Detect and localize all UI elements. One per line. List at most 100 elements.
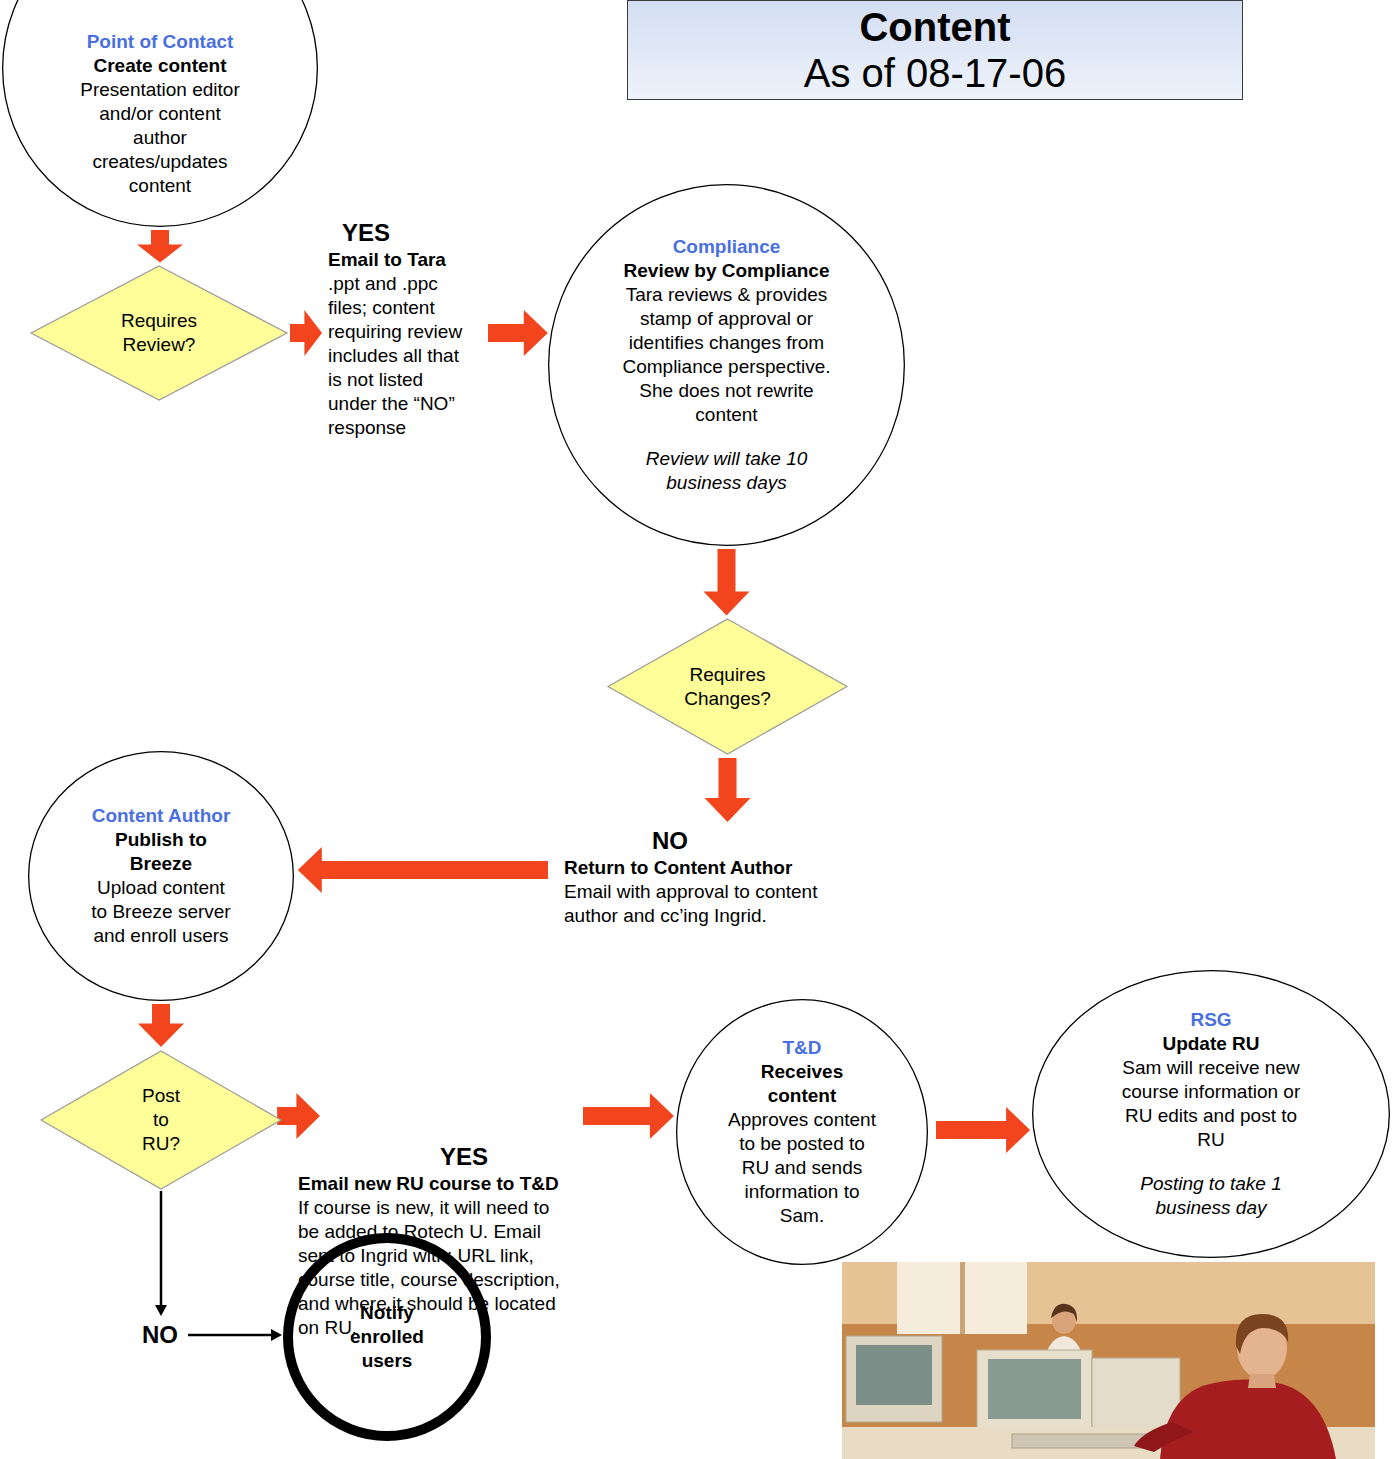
step-text: Approves content to be posted to RU and …	[725, 1108, 880, 1228]
decision-text: Post to RU?	[136, 1084, 186, 1156]
block-arrow	[488, 310, 548, 356]
block-arrow	[704, 549, 750, 616]
decision-text: Requires Changes?	[680, 663, 776, 711]
photo-screen	[856, 1345, 932, 1405]
step-title: Receives content	[725, 1060, 880, 1108]
photo-man-arm	[1134, 1422, 1194, 1452]
block-arrow	[705, 758, 751, 822]
circle-shape	[677, 1000, 928, 1265]
action-title: Return to Content Author	[564, 856, 846, 880]
action-text: If course is new, it will need to be add…	[298, 1196, 573, 1340]
process-circle: T&DReceives contentApproves content to b…	[676, 999, 928, 1265]
action-text: .ppt and .ppc files; content requiring r…	[328, 272, 474, 440]
block-arrow	[137, 230, 183, 263]
diamond-shape	[608, 619, 847, 754]
connector	[936, 1107, 1030, 1153]
duration-note: Review will take 10 business days	[611, 447, 843, 495]
process-circle: RSGUpdate RUSam will receive new course …	[1032, 970, 1390, 1258]
block-arrow	[138, 1004, 184, 1047]
node-text-group: Post to RU?	[136, 1084, 186, 1156]
circle-shape	[1033, 971, 1390, 1258]
process-circle: Point of ContactCreate contentPresentati…	[2, 0, 318, 228]
node-text-group: Content AuthorPublish to BreezeUpload co…	[90, 804, 232, 948]
diamond-shape	[31, 266, 287, 400]
decision-diamond: Requires Changes?	[607, 618, 848, 755]
node-text-group: Requires Review?	[113, 309, 205, 357]
decision-diamond: Requires Review?	[30, 265, 288, 401]
action-title: Email new RU course to T&D	[298, 1172, 573, 1196]
action-text: Email with approval to content author an…	[564, 880, 846, 928]
step-title: Update RU	[1116, 1032, 1306, 1056]
photo-window	[897, 1262, 1027, 1334]
connector	[277, 1093, 674, 1139]
diamond-shape	[41, 1051, 281, 1189]
circle-outline	[28, 751, 294, 1001]
title-box: ContentAs of 08-17-06	[627, 0, 1243, 100]
process-circle: Content AuthorPublish to BreezeUpload co…	[28, 751, 294, 1001]
photo-keyboard	[1012, 1434, 1152, 1448]
decision-diamond: Post to RU?	[40, 1050, 282, 1190]
diamond-outline	[607, 618, 848, 755]
photo-monitor	[977, 1350, 1092, 1432]
annotation-group: YESEmail new RU course to T&DIf course i…	[298, 1142, 573, 1340]
process-circle: ComplianceReview by ComplianceTara revie…	[548, 184, 905, 546]
branch-label: YES	[298, 1142, 573, 1172]
step-title: Publish to Breeze	[90, 828, 232, 876]
branch-label: YES	[328, 218, 474, 248]
node-text-group: Point of ContactCreate contentPresentati…	[72, 30, 249, 198]
node-text-group: T&DReceives contentApproves content to b…	[725, 1036, 880, 1228]
photo-woman-hair	[1051, 1304, 1077, 1322]
photo-man-hair	[1236, 1314, 1288, 1354]
step-title: Create content	[72, 54, 249, 78]
node-text-group: RSGUpdate RUSam will receive new course …	[1116, 1008, 1306, 1220]
block-arrow	[298, 847, 548, 893]
circle-shape	[549, 185, 905, 546]
circle-shape	[3, 0, 318, 226]
office-photo	[842, 1262, 1375, 1459]
step-text: Sam will receive new course information …	[1116, 1056, 1306, 1152]
annotation-group: NOReturn to Content AuthorEmail with app…	[564, 826, 846, 928]
block-arrow	[936, 1107, 1030, 1153]
action-title: Email to Tara	[328, 248, 474, 272]
decision-text: Requires Review?	[113, 309, 205, 357]
role-heading: T&D	[725, 1036, 880, 1060]
step-title: Review by Compliance	[611, 259, 843, 283]
step-text: Tara reviews & provides stamp of approva…	[611, 283, 843, 427]
photo-man-neck	[1248, 1374, 1276, 1388]
arrow-head	[155, 1305, 167, 1316]
connector	[138, 1004, 184, 1047]
annotation-group: YESEmail to Tara.ppt and .ppc files; con…	[328, 218, 474, 440]
duration-note: Posting to take 1 business day	[1116, 1172, 1306, 1220]
node-text-group: ContentAs of 08-17-06	[635, 4, 1235, 96]
node-text-group: Requires Changes?	[680, 663, 776, 711]
title-text: Content	[635, 4, 1235, 50]
title-date: As of 08-17-06	[635, 50, 1235, 96]
circle-shape	[29, 752, 294, 1001]
role-heading: RSG	[1116, 1008, 1306, 1032]
role-heading: Compliance	[611, 235, 843, 259]
step-text: Presentation editor and/or content autho…	[72, 78, 249, 198]
node-text-group: ComplianceReview by ComplianceTara revie…	[611, 235, 843, 495]
connector-line	[160, 1191, 163, 1305]
step-text: Upload content to Breeze server and enro…	[90, 876, 232, 948]
block-arrow	[583, 1093, 674, 1139]
diamond-outline	[30, 265, 288, 401]
role-heading: Content Author	[90, 804, 232, 828]
photo-monitor	[846, 1336, 942, 1422]
block-arrow	[277, 1093, 320, 1139]
role-heading: Point of Contact	[72, 30, 249, 54]
photo-man-shirt	[1160, 1379, 1336, 1459]
photo-wall	[842, 1262, 1375, 1459]
photo-monitor	[1092, 1358, 1180, 1434]
connector	[704, 549, 750, 616]
block-arrow	[290, 310, 322, 356]
connector	[137, 230, 183, 263]
branch-label: NO	[140, 1320, 180, 1350]
branch-label: NO	[564, 826, 846, 856]
connector-line	[188, 1334, 271, 1337]
photo-screen	[988, 1359, 1081, 1419]
photo-window-frame	[960, 1262, 965, 1334]
connector	[155, 1191, 282, 1341]
arrow-head	[271, 1329, 282, 1341]
